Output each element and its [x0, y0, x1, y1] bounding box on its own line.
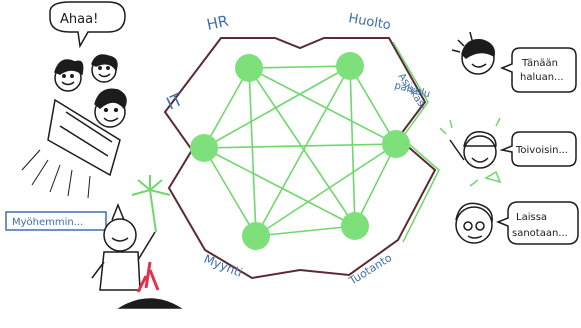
network-edge — [203, 147, 356, 227]
organization-boundary — [163, 37, 437, 280]
speech-bubble — [49, 1, 126, 49]
label-huolto: Huolto — [347, 11, 392, 33]
network-edge — [349, 65, 397, 145]
network-node — [242, 222, 270, 250]
speech-bubble — [499, 47, 577, 93]
network-edge — [248, 65, 351, 69]
recycle-icon — [469, 170, 502, 187]
network-edge — [255, 225, 356, 237]
plant-roots — [136, 261, 160, 293]
raised-arm — [449, 139, 465, 161]
label-tuotanto: Tuotanto — [346, 251, 395, 288]
network-node — [382, 130, 410, 158]
speech-text-tanaan-2: haluan... — [520, 72, 564, 83]
network-node — [336, 52, 364, 80]
network-edge — [349, 65, 356, 227]
glasses-icon — [463, 221, 473, 231]
hair-tuft-icon — [111, 202, 125, 221]
beanie-icon — [463, 131, 497, 147]
excitement-marks — [439, 117, 501, 135]
person-head — [463, 135, 497, 169]
hair-icon — [54, 59, 84, 76]
network-edge — [203, 67, 250, 149]
arm — [91, 231, 156, 279]
person-head — [103, 218, 137, 252]
network-edge — [248, 67, 397, 145]
network-edges — [203, 65, 397, 237]
network-edge — [354, 143, 397, 227]
speakers-column: Tänään haluan... Toivoisin... Laissa san… — [439, 31, 579, 245]
network-node — [235, 54, 263, 82]
speech-text-toivoisin: Toivoisin... — [515, 145, 568, 156]
speech-bubble — [495, 201, 579, 245]
person-head — [455, 206, 493, 244]
network-edge — [255, 143, 397, 237]
network-edge — [203, 143, 397, 149]
network-node — [341, 212, 369, 240]
hair-icon — [455, 202, 493, 223]
excitement-marks — [451, 31, 473, 53]
speech-text-laissa-1: Laissa — [516, 212, 547, 223]
network-edge — [255, 65, 351, 237]
soil-mound — [117, 298, 183, 309]
network-edge — [248, 67, 257, 237]
speech-text-ahaa: Ahaa! — [60, 12, 98, 27]
person-body — [99, 251, 141, 291]
hair-icon — [94, 88, 127, 110]
network-nodes — [190, 52, 410, 250]
network-diagram: HR IT Huolto Asiakas- palvelu Myynti Tuo… — [163, 11, 440, 288]
label-myohemmin: Myöhemmin... — [12, 217, 83, 228]
rocket-stripe — [59, 111, 113, 157]
rocket-team-illustration: Ahaa! — [21, 1, 127, 199]
label-hr: HR — [205, 12, 230, 34]
gardener-illustration: Myöhemmin... — [5, 175, 183, 309]
network-edge — [203, 147, 257, 237]
speech-text-tanaan-1: Tänään — [521, 58, 558, 69]
rocket-exhaust-lines — [21, 149, 91, 199]
rocket-body — [47, 98, 121, 177]
network-node — [190, 134, 218, 162]
label-myynti: Myynti — [202, 252, 245, 280]
smile — [61, 73, 119, 122]
plant-stem — [149, 189, 157, 233]
hair-icon — [91, 54, 118, 72]
speech-text-laissa-2: sanotaan... — [512, 228, 568, 239]
network-edge — [203, 65, 351, 149]
hair-icon — [461, 39, 495, 59]
label-box — [5, 211, 107, 231]
network-edge — [248, 67, 356, 227]
speech-bubble — [499, 131, 577, 167]
plant-leaves — [131, 175, 171, 196]
